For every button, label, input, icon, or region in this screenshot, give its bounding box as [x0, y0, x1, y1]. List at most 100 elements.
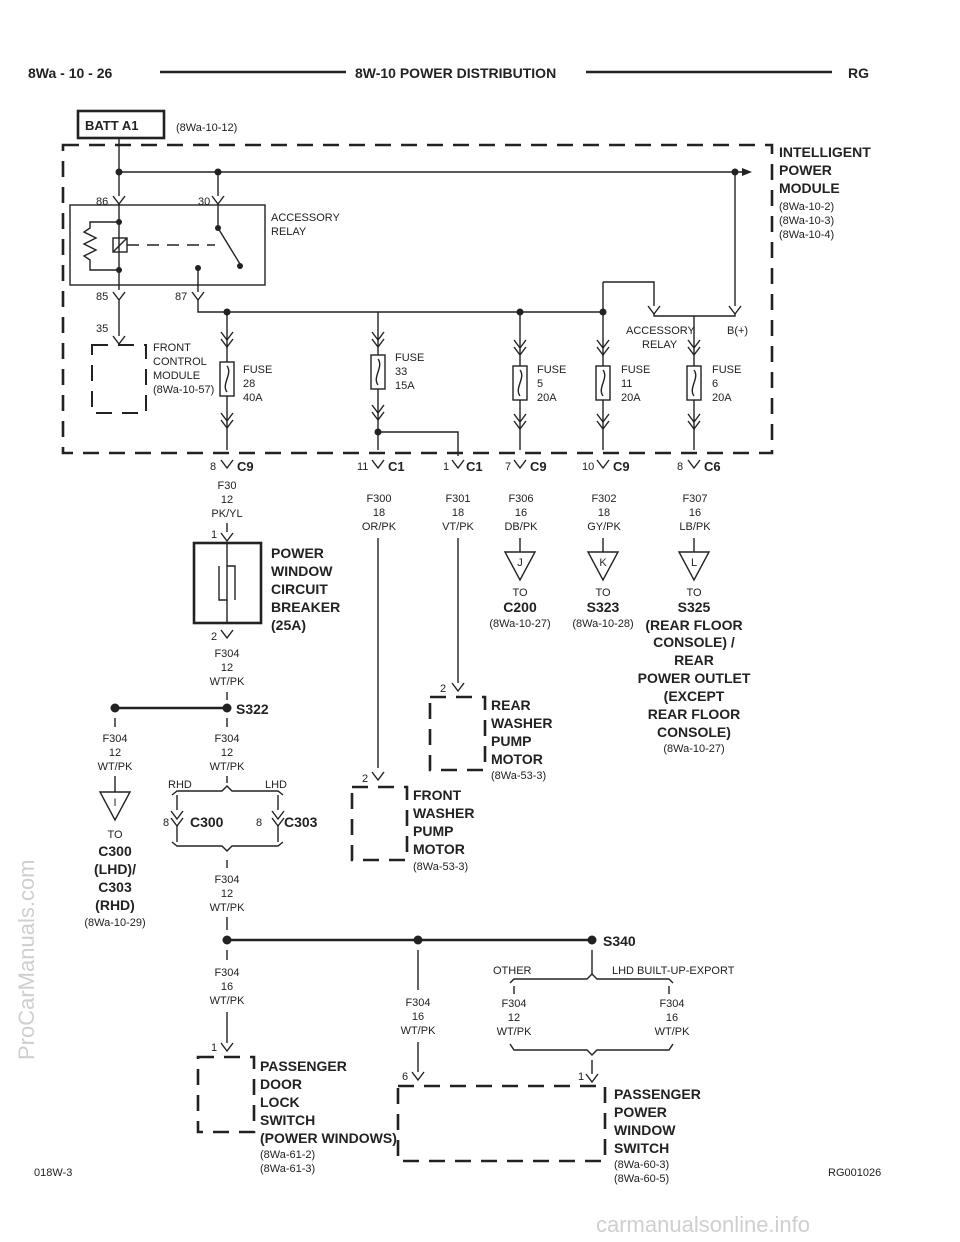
fuse5-label-1: FUSE: [537, 364, 566, 376]
page-number: 8Wa - 10 - 26: [28, 65, 113, 81]
ipm-boundary: [61, 143, 774, 455]
fuse11-element: [600, 369, 606, 397]
rhd-label: RHD: [168, 779, 192, 791]
ref-i-1: C300: [98, 843, 132, 859]
rhdlhd-brace-bottom: [171, 841, 284, 852]
pin-30-mark: [211, 195, 225, 206]
pw-switch-pin1-mark: [585, 1073, 599, 1084]
cb-pin-bot: 2: [211, 631, 217, 643]
pin-86-mark: [112, 195, 126, 206]
door-lock-ref-2: (8Wa-61-3): [260, 1163, 315, 1175]
fcm-pin: 35: [96, 323, 108, 335]
fuse11-label-3: 20A: [621, 392, 641, 404]
c303-label: C303: [284, 814, 318, 830]
c6-8-name: C6: [704, 459, 721, 474]
s322-node-left: [110, 703, 120, 713]
ref-k-to: TO: [595, 587, 611, 599]
f304c-3: WT/PK: [210, 761, 245, 773]
c1-1-name: C1: [466, 459, 483, 474]
fuse28-label-2: 28: [243, 378, 255, 390]
f301-3: VT/PK: [442, 521, 474, 533]
accessory-bus: [197, 300, 603, 313]
watermark-side-text: ProCarManuals.com: [14, 859, 39, 1060]
front-washer-pump-motor: [350, 785, 409, 862]
c9-10-name: C9: [613, 459, 630, 474]
batt-box: [76, 109, 166, 140]
front-washer-label-3: PUMP: [413, 823, 453, 839]
s340-lhd: LHD BUILT-UP-EXPORT: [612, 965, 735, 977]
figure-code: 018W-3: [34, 1167, 72, 1179]
front-washer-pin: 2: [362, 773, 368, 785]
s340-brace: [509, 973, 674, 984]
s322-label: S322: [236, 701, 269, 717]
ref-l-2: (REAR FLOOR: [645, 617, 742, 633]
f300-2: 18: [373, 507, 385, 519]
pw-switch-label-2: POWER: [614, 1104, 667, 1120]
f304a-1: F304: [214, 648, 239, 660]
door-lock-pin: 1: [211, 1042, 217, 1054]
c303-pin: 8: [256, 817, 262, 829]
f304h-3: WT/PK: [655, 1026, 690, 1038]
fuse33-label-3: 15A: [395, 380, 415, 392]
cb-label-5: (25A): [271, 617, 306, 633]
f307-1: F307: [682, 493, 707, 505]
c300-mark: [170, 810, 184, 828]
door-lock-label-1: PASSENGER: [260, 1058, 347, 1074]
ipm-ref-1: (8Wa-10-2): [779, 201, 834, 213]
f30-3: PK/YL: [211, 508, 242, 520]
f304d-1: F304: [214, 874, 239, 886]
fuse33-bottom-mark: [371, 404, 385, 422]
rear-washer-pin: 2: [440, 683, 446, 695]
door-lock-pin-mark: [220, 1042, 234, 1053]
c6-8-mark: [687, 459, 701, 470]
fuse6-label-3: 20A: [712, 392, 732, 404]
rhdlhd-brace-top: [171, 785, 284, 796]
fcm-label-1: FRONT: [153, 342, 191, 354]
fuse11-top-mark: [596, 339, 610, 357]
cb-pin-bot-mark: [220, 629, 234, 640]
batt-ref: (8Wa-10-12): [176, 122, 237, 134]
s340-node-mid: [413, 935, 423, 945]
ref-l-triangle: [677, 551, 711, 582]
passenger-power-window-switch: [396, 1084, 607, 1163]
ipm-title-1: INTELLIGENT: [779, 144, 871, 160]
bus-arrow: [742, 168, 752, 176]
c1-1-pin: 1: [443, 461, 449, 473]
pw-switch-pin1: 1: [578, 1071, 584, 1083]
ref-l-ref: (8Wa-10-27): [663, 743, 724, 755]
ref-i-triangle: [98, 791, 132, 822]
c9-10-mark: [596, 459, 610, 470]
cb-label-1: POWER: [271, 545, 324, 561]
relay-pin-87: 87: [175, 291, 187, 303]
front-washer-pin-mark: [371, 771, 385, 782]
fuse6-element: [691, 369, 697, 397]
fuse28-bottom-mark: [220, 412, 234, 430]
pin-85-mark: [112, 291, 126, 302]
door-lock-label-5: (POWER WINDOWS): [260, 1130, 397, 1146]
f304a-3: WT/PK: [210, 676, 245, 688]
c1-1-mark: [451, 459, 465, 470]
pw-switch-label-4: SWITCH: [614, 1140, 669, 1156]
ref-j-name: C200: [503, 599, 537, 615]
ipm-ref-3: (8Wa-10-4): [779, 229, 834, 241]
bplus-label: B(+): [727, 325, 748, 337]
selector-pins: [647, 305, 742, 316]
rear-washer-label-3: PUMP: [491, 733, 531, 749]
fcm-label-2: CONTROL: [153, 356, 207, 368]
ref-l-6: (EXCEPT: [664, 688, 725, 704]
f301-1: F301: [445, 493, 470, 505]
pw-switch-ref-1: (8Wa-60-3): [614, 1159, 669, 1171]
f304e-3: WT/PK: [210, 995, 245, 1007]
fuse11-bottom-mark: [596, 413, 610, 431]
f302-1: F302: [591, 493, 616, 505]
ref-j-triangle: [503, 551, 537, 582]
f304g-2: 12: [508, 1012, 520, 1024]
cb-label-4: BREAKER: [271, 599, 340, 615]
c9-7-name: C9: [530, 459, 547, 474]
pw-switch-pin6-mark: [411, 1071, 425, 1082]
rear-washer-label-2: WASHER: [491, 715, 552, 731]
c9-7-pin: 7: [505, 461, 511, 473]
fuse33-top-mark: [371, 331, 385, 349]
accessory-relay-box: [69, 204, 266, 286]
